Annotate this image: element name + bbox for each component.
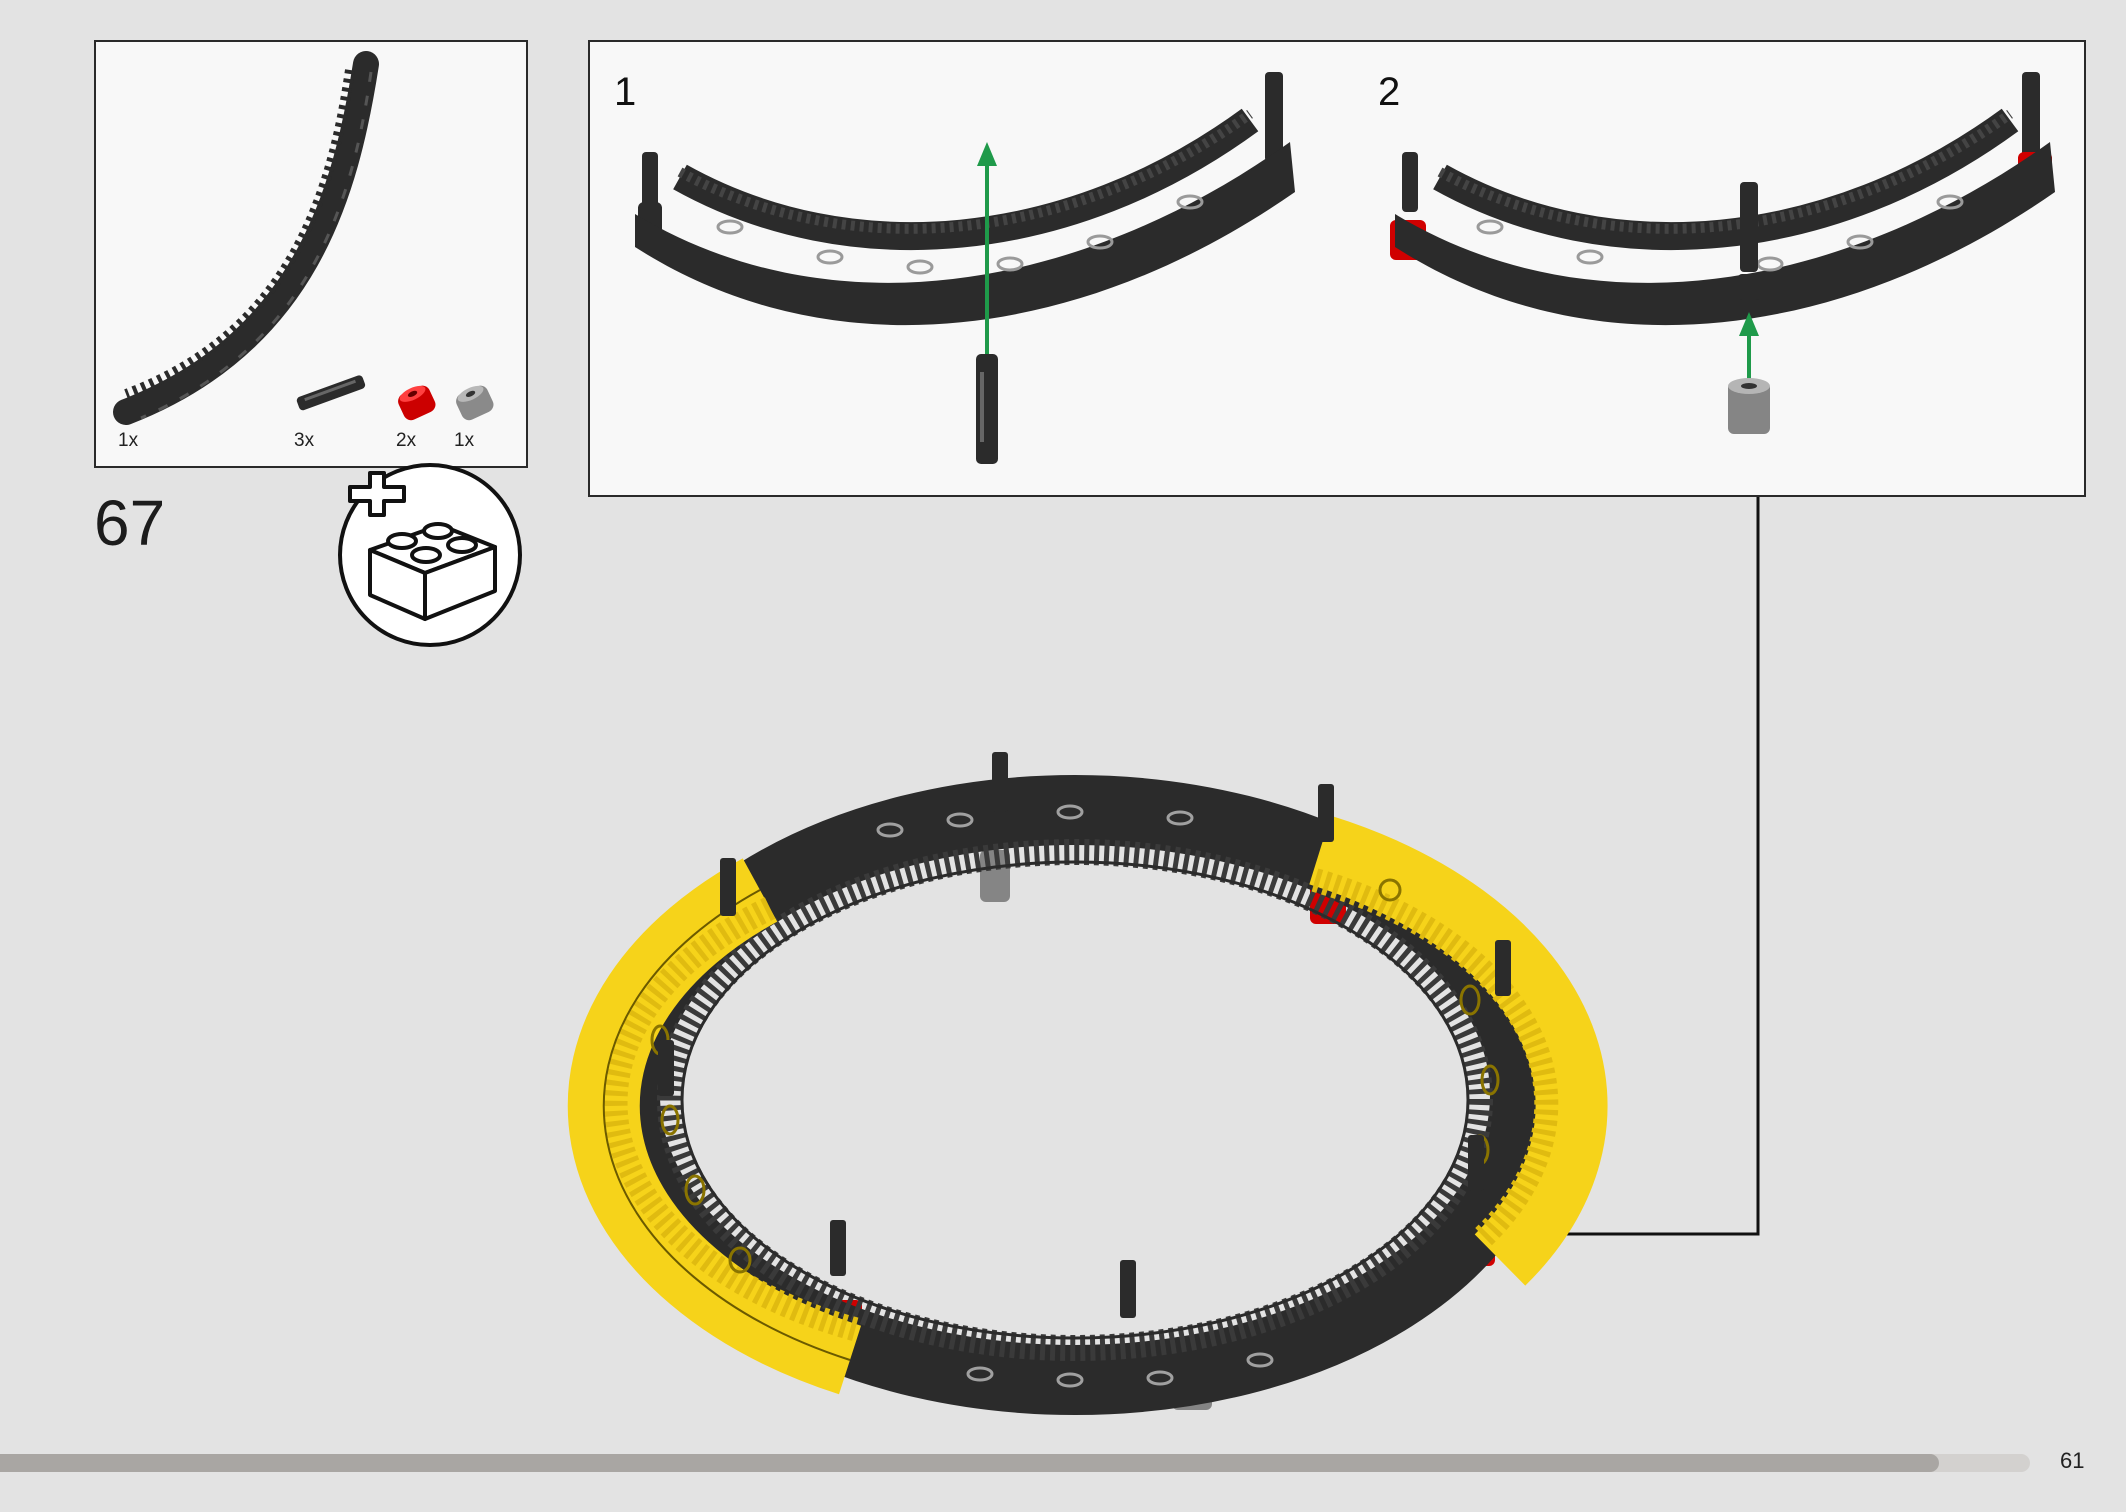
red-bush-part (398, 385, 436, 421)
axle-pin-part (296, 375, 366, 411)
substep-2-illustration (1390, 72, 2055, 434)
gray-bush-part (456, 385, 494, 421)
substep-1-label: 1 (614, 70, 637, 114)
parts-list-box: 1x 3x 2x 1x (94, 40, 528, 468)
page-number: 61 (2060, 1448, 2085, 1473)
step-number: 67 (94, 487, 166, 559)
part-qty-rack: 1x (118, 430, 139, 451)
add-parts-icon (338, 463, 522, 647)
part-qty-axle-pin: 3x (294, 430, 315, 451)
part-qty-red-bush: 2x (396, 430, 417, 451)
progress-bar-fill (0, 1454, 1939, 1472)
part-qty-gray-bush: 1x (454, 430, 475, 451)
curved-gear-rack-part (113, 51, 379, 425)
substep-2-label: 2 (1378, 70, 1401, 114)
ring-assembly-illustration (567, 752, 1608, 1415)
substep-1-illustration (635, 72, 1295, 464)
progress-bar-track (0, 1454, 2030, 1472)
substep-box: 1 2 (588, 40, 2086, 497)
